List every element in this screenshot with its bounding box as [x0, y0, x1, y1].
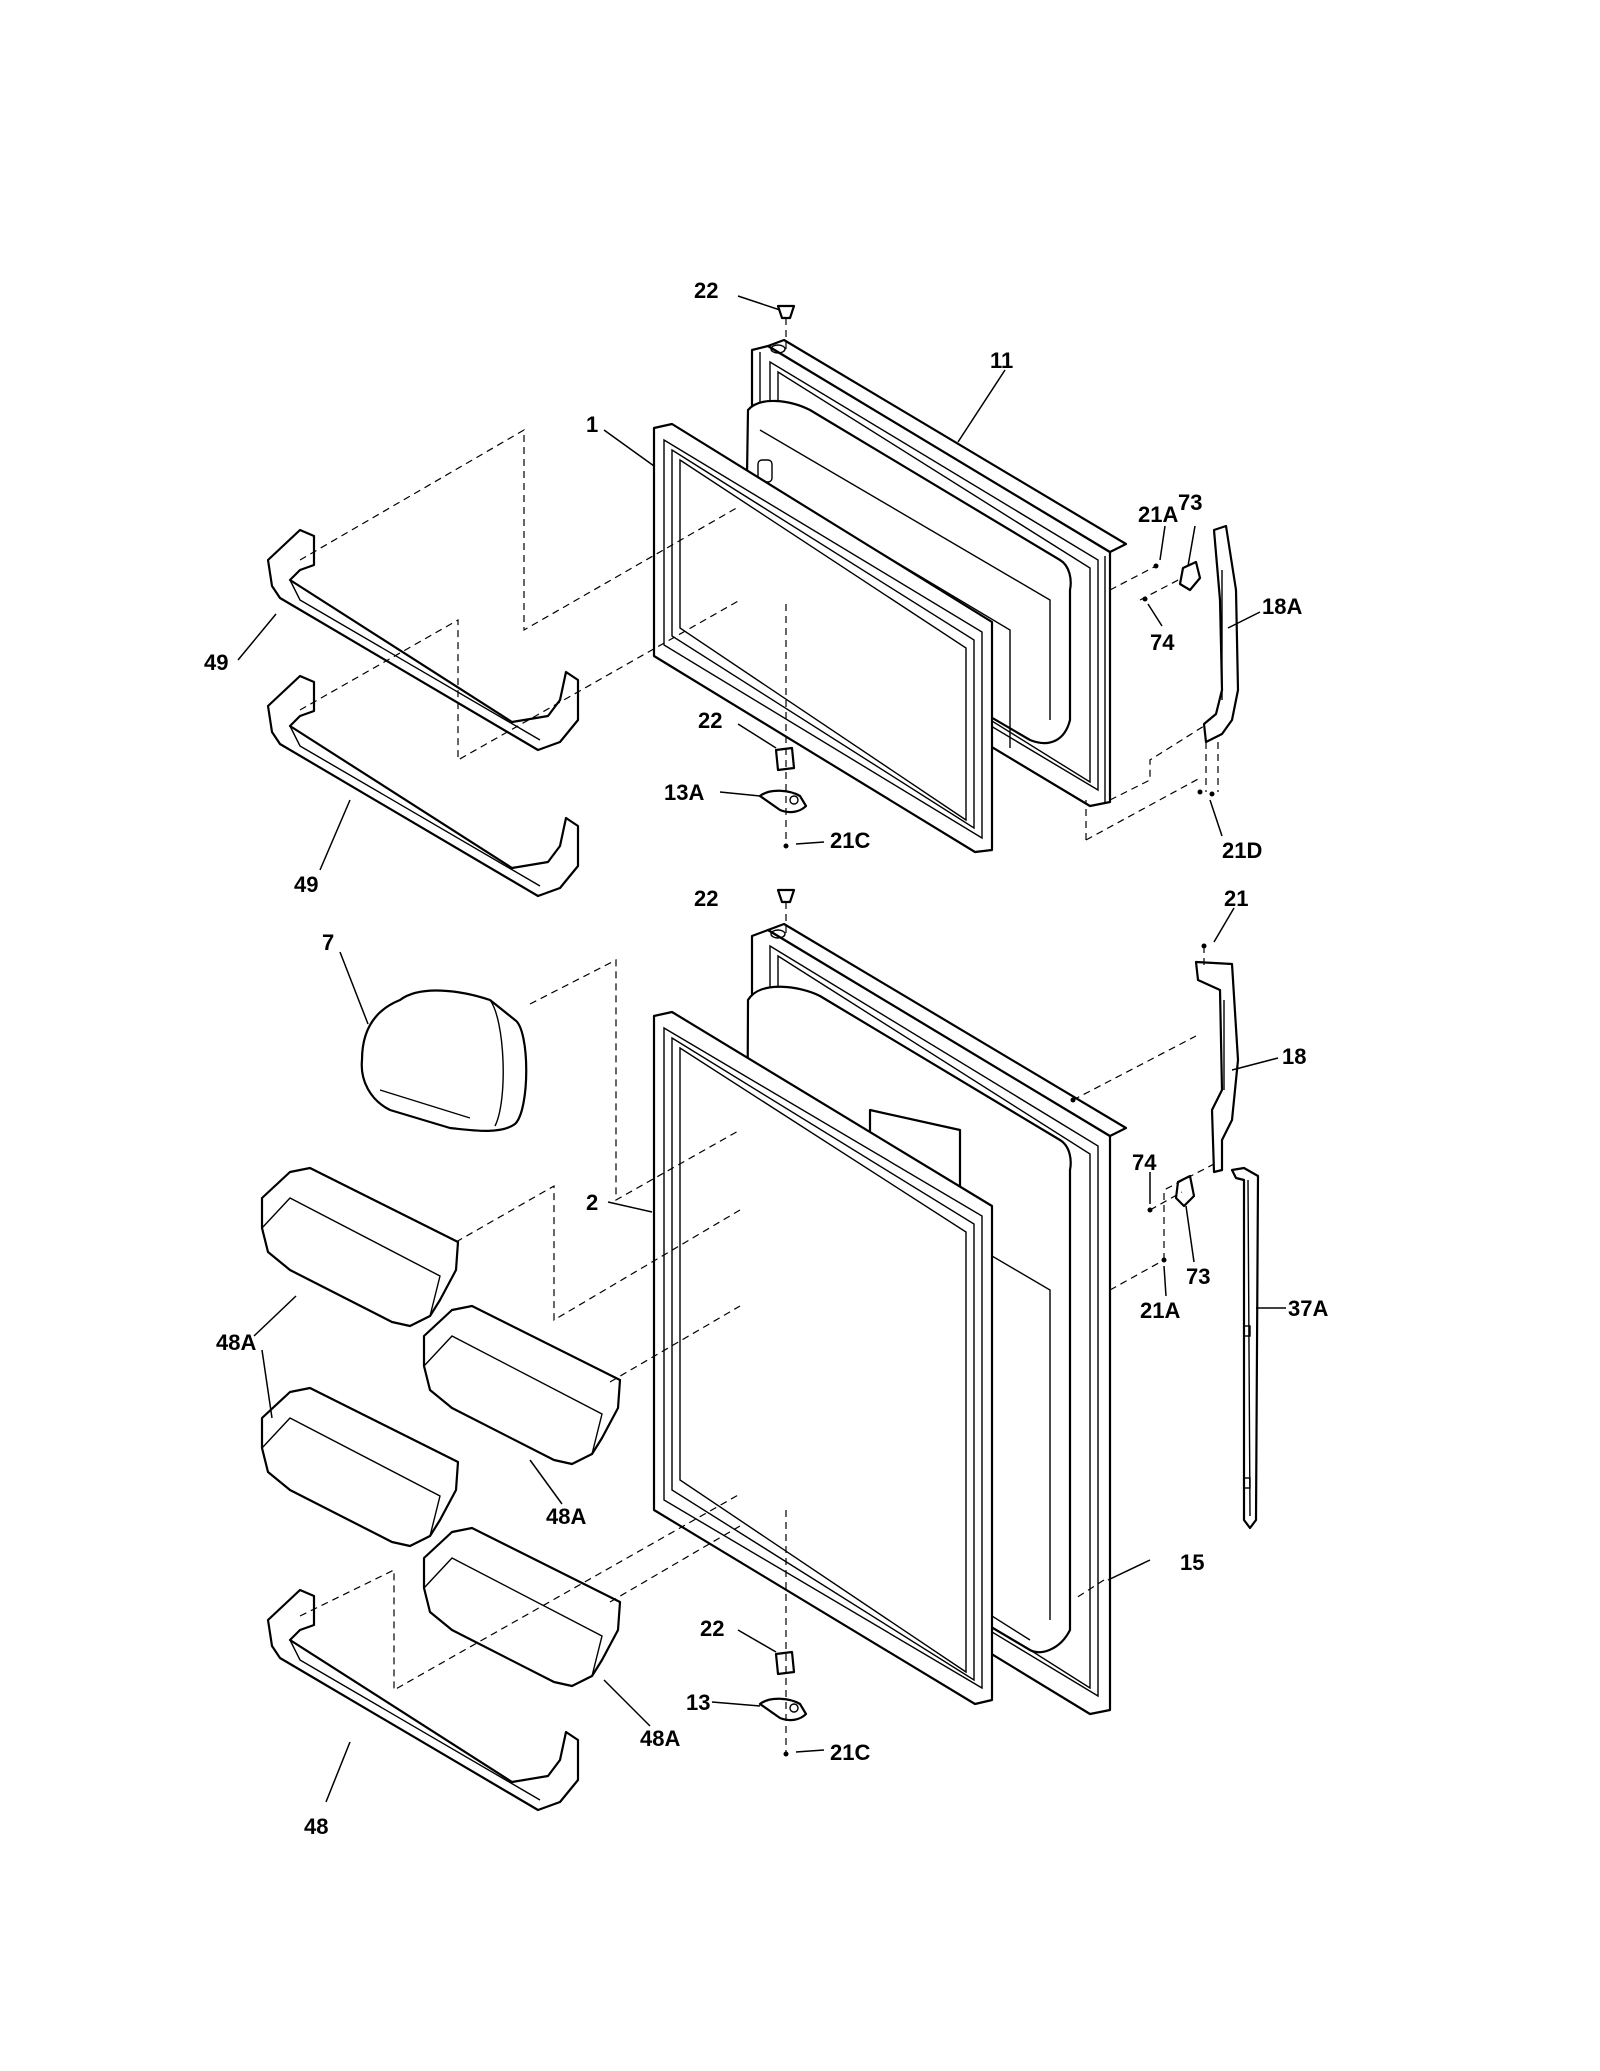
callout-13a: 13A [664, 780, 704, 805]
callout-13: 13 [686, 1690, 710, 1715]
hinge-pin-73-bottom [1174, 1174, 1196, 1208]
callout-21a-top: 21A [1138, 502, 1178, 527]
callout-15: 15 [1180, 1550, 1204, 1575]
callout-74-top: 74 [1150, 630, 1175, 655]
callout-49-lower: 49 [294, 872, 318, 897]
callout-48a-left: 48A [216, 1330, 256, 1355]
leader-lines [237, 295, 1286, 1803]
dairy-compartment-7 [360, 989, 528, 1132]
callout-21c-top: 21C [830, 828, 870, 853]
hinge-13 [758, 1697, 808, 1722]
bushing-22-bottom-b [774, 1650, 796, 1676]
callout-21: 21 [1224, 886, 1248, 911]
door-bin-48a-1 [260, 1166, 460, 1328]
hinge-13a [758, 789, 808, 814]
hinge-cover-37a [1230, 1166, 1260, 1530]
callout-7: 7 [322, 930, 334, 955]
bushing-22-top-b [774, 746, 796, 772]
callout-73-top: 73 [1178, 490, 1202, 515]
callout-21a-bottom: 21A [1140, 1298, 1180, 1323]
door-bin-48a-4 [422, 1526, 622, 1688]
callout-22-top-b: 22 [698, 708, 722, 733]
assembly-lines [299, 318, 1219, 1754]
hinge-18a [1202, 524, 1240, 744]
freezer-door-gasket-1 [652, 422, 994, 854]
door-shelf-48 [266, 1588, 580, 1812]
callout-48a-middle: 48A [546, 1504, 586, 1529]
callout-48a-bottom: 48A [640, 1726, 680, 1751]
callout-22-top-a: 22 [694, 278, 718, 303]
callout-49-upper: 49 [204, 650, 228, 675]
callout-22-bottom-b: 22 [700, 1616, 724, 1641]
callout-18: 18 [1282, 1044, 1306, 1069]
callout-37a: 37A [1288, 1296, 1328, 1321]
callout-18a: 18A [1262, 594, 1302, 619]
callout-1: 1 [586, 412, 598, 437]
screw-22-top-a [776, 304, 796, 320]
callout-11: 11 [990, 348, 1013, 373]
fresh-food-door-gasket-2 [652, 1010, 994, 1706]
screw-22-bottom-a [776, 888, 796, 904]
screws-21d [1197, 789, 1215, 797]
callout-21c-bottom: 21C [830, 1740, 870, 1765]
callout-21d: 21D [1222, 838, 1262, 863]
callout-22-bottom-a: 22 [694, 886, 718, 911]
door-shelf-49-lower [266, 674, 580, 898]
callout-labels: 22 11 1 21A 73 18A 74 49 22 13A 21C 21D … [204, 278, 1328, 1839]
hinge-pin-73-top [1178, 560, 1202, 592]
callout-48: 48 [304, 1814, 328, 1839]
callout-73-bottom: 73 [1186, 1264, 1210, 1289]
callout-74-bottom: 74 [1132, 1150, 1157, 1175]
door-shelf-49-upper [266, 528, 580, 752]
callout-2: 2 [586, 1190, 598, 1215]
door-bin-48a-2 [422, 1304, 622, 1466]
door-bin-48a-3 [260, 1386, 460, 1548]
hinge-18 [1194, 960, 1240, 1174]
